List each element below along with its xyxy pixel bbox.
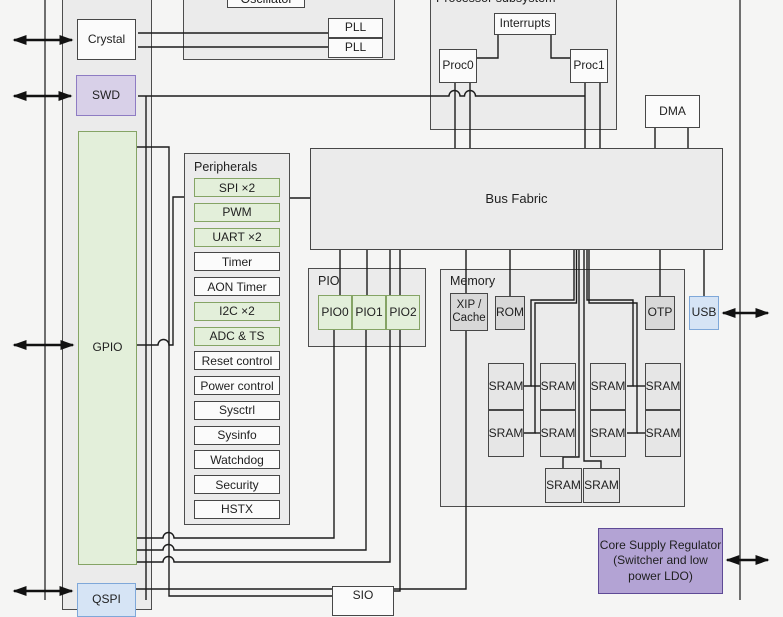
wire-gpio-pio1 xyxy=(137,328,367,551)
peripheral-sysinfo: Sysinfo xyxy=(194,425,280,445)
sram-block-7: SRAM xyxy=(645,410,681,457)
memory-label: Memory xyxy=(450,274,496,288)
dma-box: DMA xyxy=(645,95,700,128)
peripheral-hstx: HSTX xyxy=(194,499,280,519)
diagram-wires xyxy=(136,32,705,600)
core-supply-regulator-box: Core Supply Regulator (Switcher and low … xyxy=(598,528,723,594)
qspi-box: QSPI xyxy=(77,583,136,617)
processor-subsystem-label: Processor subsystem xyxy=(436,0,555,5)
wire-gpio-pio2 xyxy=(137,328,391,563)
wire-sio-bus xyxy=(394,250,401,592)
pio-unit-pio0: PIO0 xyxy=(318,295,352,330)
wire-interrupts-proc0 xyxy=(477,35,499,59)
proc1-box: Proc1 xyxy=(570,49,608,83)
wire-gpio-sio xyxy=(137,146,332,597)
clocks-oscillator-label: Oscillator xyxy=(228,0,305,6)
sram-block-0: SRAM xyxy=(488,363,524,410)
sio-box: SIO xyxy=(332,586,394,616)
peripheral-security: Security xyxy=(194,475,280,494)
peripheral-pwm: PWM xyxy=(194,202,280,222)
wire-gpio-pio0 xyxy=(137,328,335,539)
peripheral-reset-control: Reset control xyxy=(194,351,280,371)
swd-box: SWD xyxy=(76,75,136,116)
sram-block-3: SRAM xyxy=(645,363,681,410)
sram-block-2: SRAM xyxy=(590,363,626,410)
rom-box: ROM xyxy=(495,296,525,330)
pio-unit-pio2: PIO2 xyxy=(386,295,420,330)
peripheral-spi-2: SPI ×2 xyxy=(194,178,280,197)
interrupts-box: Interrupts xyxy=(494,13,556,35)
wire-gpio-peripherals xyxy=(137,196,184,346)
peripheral-aon-timer: AON Timer xyxy=(194,277,280,296)
usb-box: USB xyxy=(689,296,719,330)
sram-block-8: SRAM xyxy=(545,468,582,503)
wire-swd-processors xyxy=(138,89,585,97)
wire-qspi-xip xyxy=(136,331,467,590)
sram-block-1: SRAM xyxy=(540,363,576,410)
sram-block-6: SRAM xyxy=(590,410,626,457)
wire-interrupts-proc1 xyxy=(550,35,570,59)
peripheral-timer: Timer xyxy=(194,252,280,272)
proc0-box: Proc0 xyxy=(439,49,477,83)
peripheral-i2c-2: I2C ×2 xyxy=(194,301,280,321)
peripheral-uart-2: UART ×2 xyxy=(194,227,280,247)
pll2-box: PLL xyxy=(328,38,383,58)
sram-block-4: SRAM xyxy=(488,410,524,457)
oscillator-box xyxy=(227,0,305,8)
crystal-box: Crystal xyxy=(77,19,136,60)
xip-cache-box: XIP / Cache xyxy=(450,293,488,331)
peripheral-sysctrl: Sysctrl xyxy=(194,400,280,420)
sram-block-5: SRAM xyxy=(540,410,576,457)
peripheral-adc-ts: ADC & TS xyxy=(194,326,280,346)
otp-box: OTP xyxy=(645,296,675,330)
pll1-box: PLL xyxy=(328,18,383,38)
peripherals-label: Peripherals xyxy=(194,160,258,174)
pio-unit-pio1: PIO1 xyxy=(352,295,386,330)
peripheral-power-control: Power control xyxy=(194,376,280,395)
bus-fabric-box: Bus Fabric xyxy=(310,148,723,250)
pio-label: PIO xyxy=(318,274,340,288)
gpio-box: GPIO xyxy=(78,131,137,565)
sram-block-9: SRAM xyxy=(583,468,620,503)
peripheral-watchdog: Watchdog xyxy=(194,450,280,470)
